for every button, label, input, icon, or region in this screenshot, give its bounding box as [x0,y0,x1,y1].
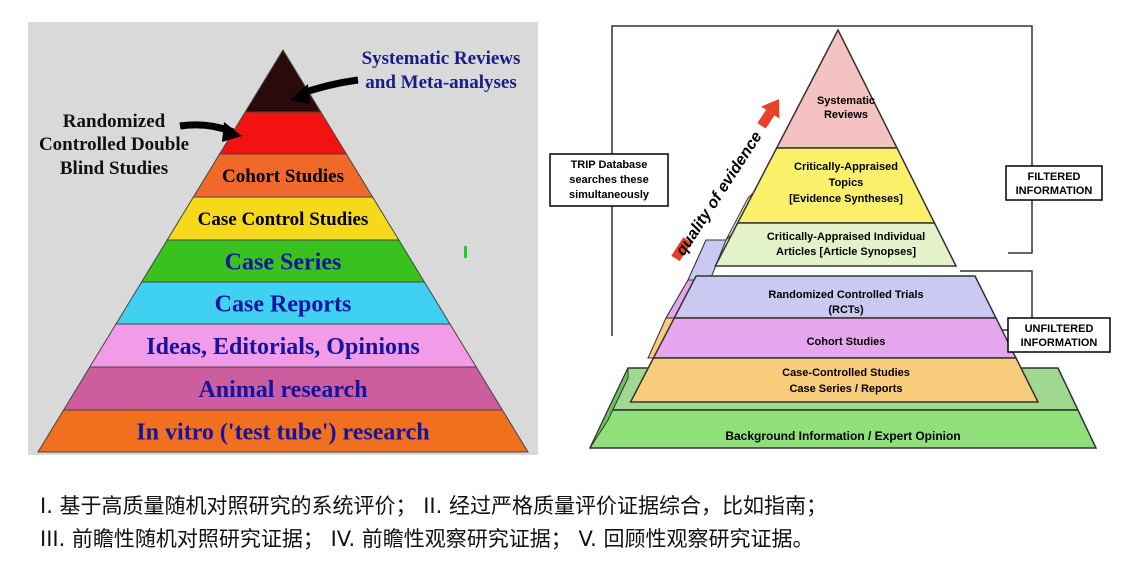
callout-rct-line-1: Randomized [63,111,166,132]
filtered-level-0-line-1: Reviews [824,109,868,121]
filtered-level-1-line-1: Topics [829,177,864,189]
unfiltered-bracket-line [960,270,1033,331]
filtered-information-box [1005,165,1103,201]
trip-line-1: TRIP Database [571,159,648,171]
unfiltered-level-0-line-1: (RCTs) [828,304,864,316]
filtered-level-2-line-0: Critically-Appraised Individual [767,231,925,243]
left-level-label-2: Cohort Studies [222,166,344,187]
filtered-level-1-line-2: [Evidence Syntheses] [789,193,903,205]
callout-rct-line-2: Controlled Double [39,134,189,155]
filtered-level-2-line-1: Articles [Article Synopses] [776,246,916,258]
unfiltered-level-2-line-0: Case-Controlled Studies [782,367,910,379]
arrow-head-top [290,84,310,104]
trip-line-3: simultaneously [569,189,650,201]
left-level-label-5: Case Reports [215,291,352,317]
callout-top-line-1: Systematic Reviews [362,48,521,69]
green-mark [464,246,467,258]
unfiltered-line-1: UNFILTERED [1025,323,1094,335]
caption: I. 基于高质量随机对照研究的系统评价； II. 经过严格质量评价证据综合，比如… [40,490,1140,556]
left-level-label-6: Ideas, Editorials, Opinions [146,334,419,360]
callout-top-line-2: and Meta-analyses [365,72,516,93]
arrow-head-rct [222,122,242,142]
trip-bracket-line [611,25,1033,336]
left-level-1 [218,111,348,155]
left-level-8 [37,409,529,453]
unfiltered-level-0-line-0: Randomized Controlled Trials [768,289,923,301]
caption-line-2: III. 前瞻性随机对照研究证据； IV. 前瞻性观察研究证据； V. 回顾性观… [40,527,814,551]
left-level-label-8: In vitro ('test tube') research [136,419,429,445]
trip-line-2: searches these [569,174,649,186]
filtered-line-2: INFORMATION [1016,185,1093,197]
left-level-label-4: Case Series [225,249,342,275]
filtered-level-0-line-0: Systematic [817,95,875,107]
filtered-line-1: FILTERED [1028,171,1081,183]
left-level-label-3: Case Control Studies [198,209,369,230]
right-pyramid-diagram: Background Information / Expert Opinion … [549,25,1111,449]
filtered-level-2 [714,222,958,267]
trip-database-box [549,153,669,207]
unfiltered-level-2 [629,357,1040,403]
filtered-level-1-line-0: Critically-Appraised [794,161,898,173]
unfiltered-line-2: INFORMATION [1021,337,1098,349]
unfiltered-level-2-line-1: Case Series / Reports [789,383,902,395]
unfiltered-information-box [1007,317,1111,353]
filtered-level-0 [775,28,899,149]
base-level-label: Background Information / Expert Opinion [725,429,960,443]
callout-rct-line-3: Blind Studies [60,158,168,179]
caption-line-1: I. 基于高质量随机对照研究的系统评价； II. 经过严格质量评价证据综合，比如… [40,494,827,518]
unfiltered-level-1-line-0: Cohort Studies [807,336,886,348]
left-level-label-7: Animal research [198,377,367,403]
